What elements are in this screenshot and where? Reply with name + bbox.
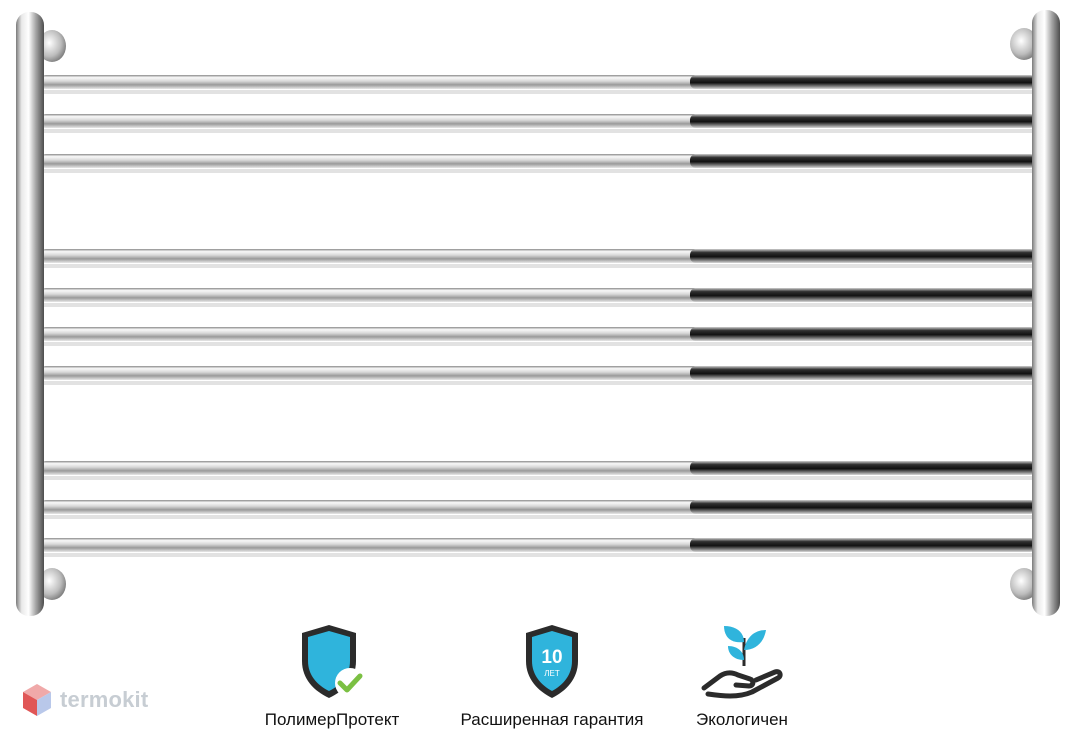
feature-label-eco-friendly: Экологичен	[696, 710, 788, 729]
wall-mount-left-bottom	[38, 568, 66, 600]
shield-check-icon	[302, 625, 365, 698]
wall-mount-right-top	[1010, 28, 1038, 60]
rail-crossbar	[40, 288, 1036, 307]
brand-logo: termokit	[22, 683, 148, 717]
feature-label-extended-warranty: Расширенная гарантия	[460, 710, 644, 729]
feature-extended-warranty: 10 ЛЕТ Расширенная гарантия	[452, 620, 652, 730]
rail-crossbar	[40, 154, 1036, 173]
rail-crossbar	[40, 538, 1036, 557]
rail-crossbar	[40, 366, 1036, 385]
rail-crossbar	[40, 327, 1036, 346]
shield-warranty-icon: 10 ЛЕТ	[526, 625, 578, 698]
wall-mount-left-top	[38, 30, 66, 62]
rail-crossbar	[40, 500, 1036, 519]
warranty-years-unit: ЛЕТ	[544, 669, 560, 678]
rail-post-left	[16, 12, 44, 616]
rail-post-right	[1032, 10, 1060, 616]
feature-eco-friendly: Экологичен	[682, 620, 802, 730]
brand-name: termokit	[60, 687, 149, 712]
feature-polymer-protect: ПолимерПротект	[262, 620, 402, 730]
feature-badges: ПолимерПротект 10 ЛЕТ Расширенная гарант…	[0, 620, 1076, 748]
rail-crossbar	[40, 249, 1036, 268]
cube-logo-icon	[23, 684, 51, 716]
wall-mount-right-bottom	[1010, 568, 1038, 600]
warranty-years-number: 10	[541, 647, 562, 668]
rail-crossbar	[40, 461, 1036, 480]
eco-hand-leaves-icon	[701, 626, 783, 699]
feature-label-polymer-protect: ПолимерПротект	[264, 710, 400, 729]
rail-crossbar	[40, 114, 1036, 133]
rail-crossbar	[40, 75, 1036, 94]
rail-crossbars	[40, 75, 1036, 557]
towel-rail-illustration	[16, 10, 1060, 616]
